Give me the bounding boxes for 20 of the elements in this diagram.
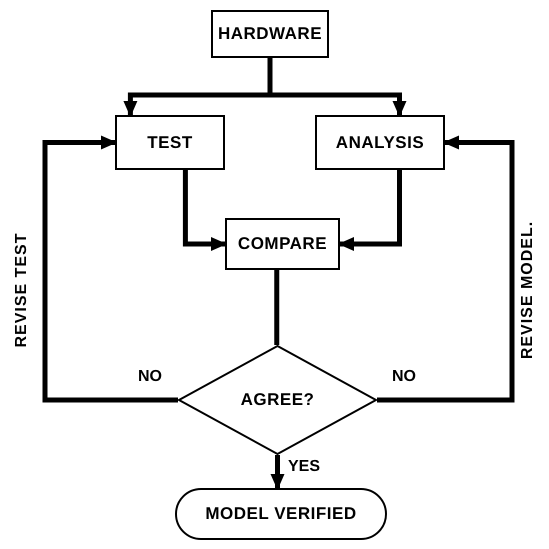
node-label: AGREE? (240, 390, 314, 410)
node-label: HARDWARE (218, 24, 322, 44)
process-box (211, 10, 329, 58)
node-label: COMPARE (238, 234, 328, 254)
node-label: ANALYSIS (336, 132, 424, 152)
node-label: TEST (147, 132, 193, 152)
arrow (338, 170, 402, 251)
process-box (115, 115, 225, 170)
arrow (42, 136, 178, 402)
arrow (270, 455, 284, 490)
side-label: REVISE MODEL. (519, 220, 537, 360)
node-label: MODEL VERIFIED (205, 504, 357, 524)
process-box (315, 115, 445, 170)
decision-diamond (178, 345, 377, 455)
arrow (182, 170, 227, 251)
arrow (377, 136, 514, 402)
terminal-box (175, 488, 387, 540)
connector-line (274, 270, 280, 345)
process-box (225, 218, 340, 270)
side-label: REVISE TEST (13, 232, 31, 348)
